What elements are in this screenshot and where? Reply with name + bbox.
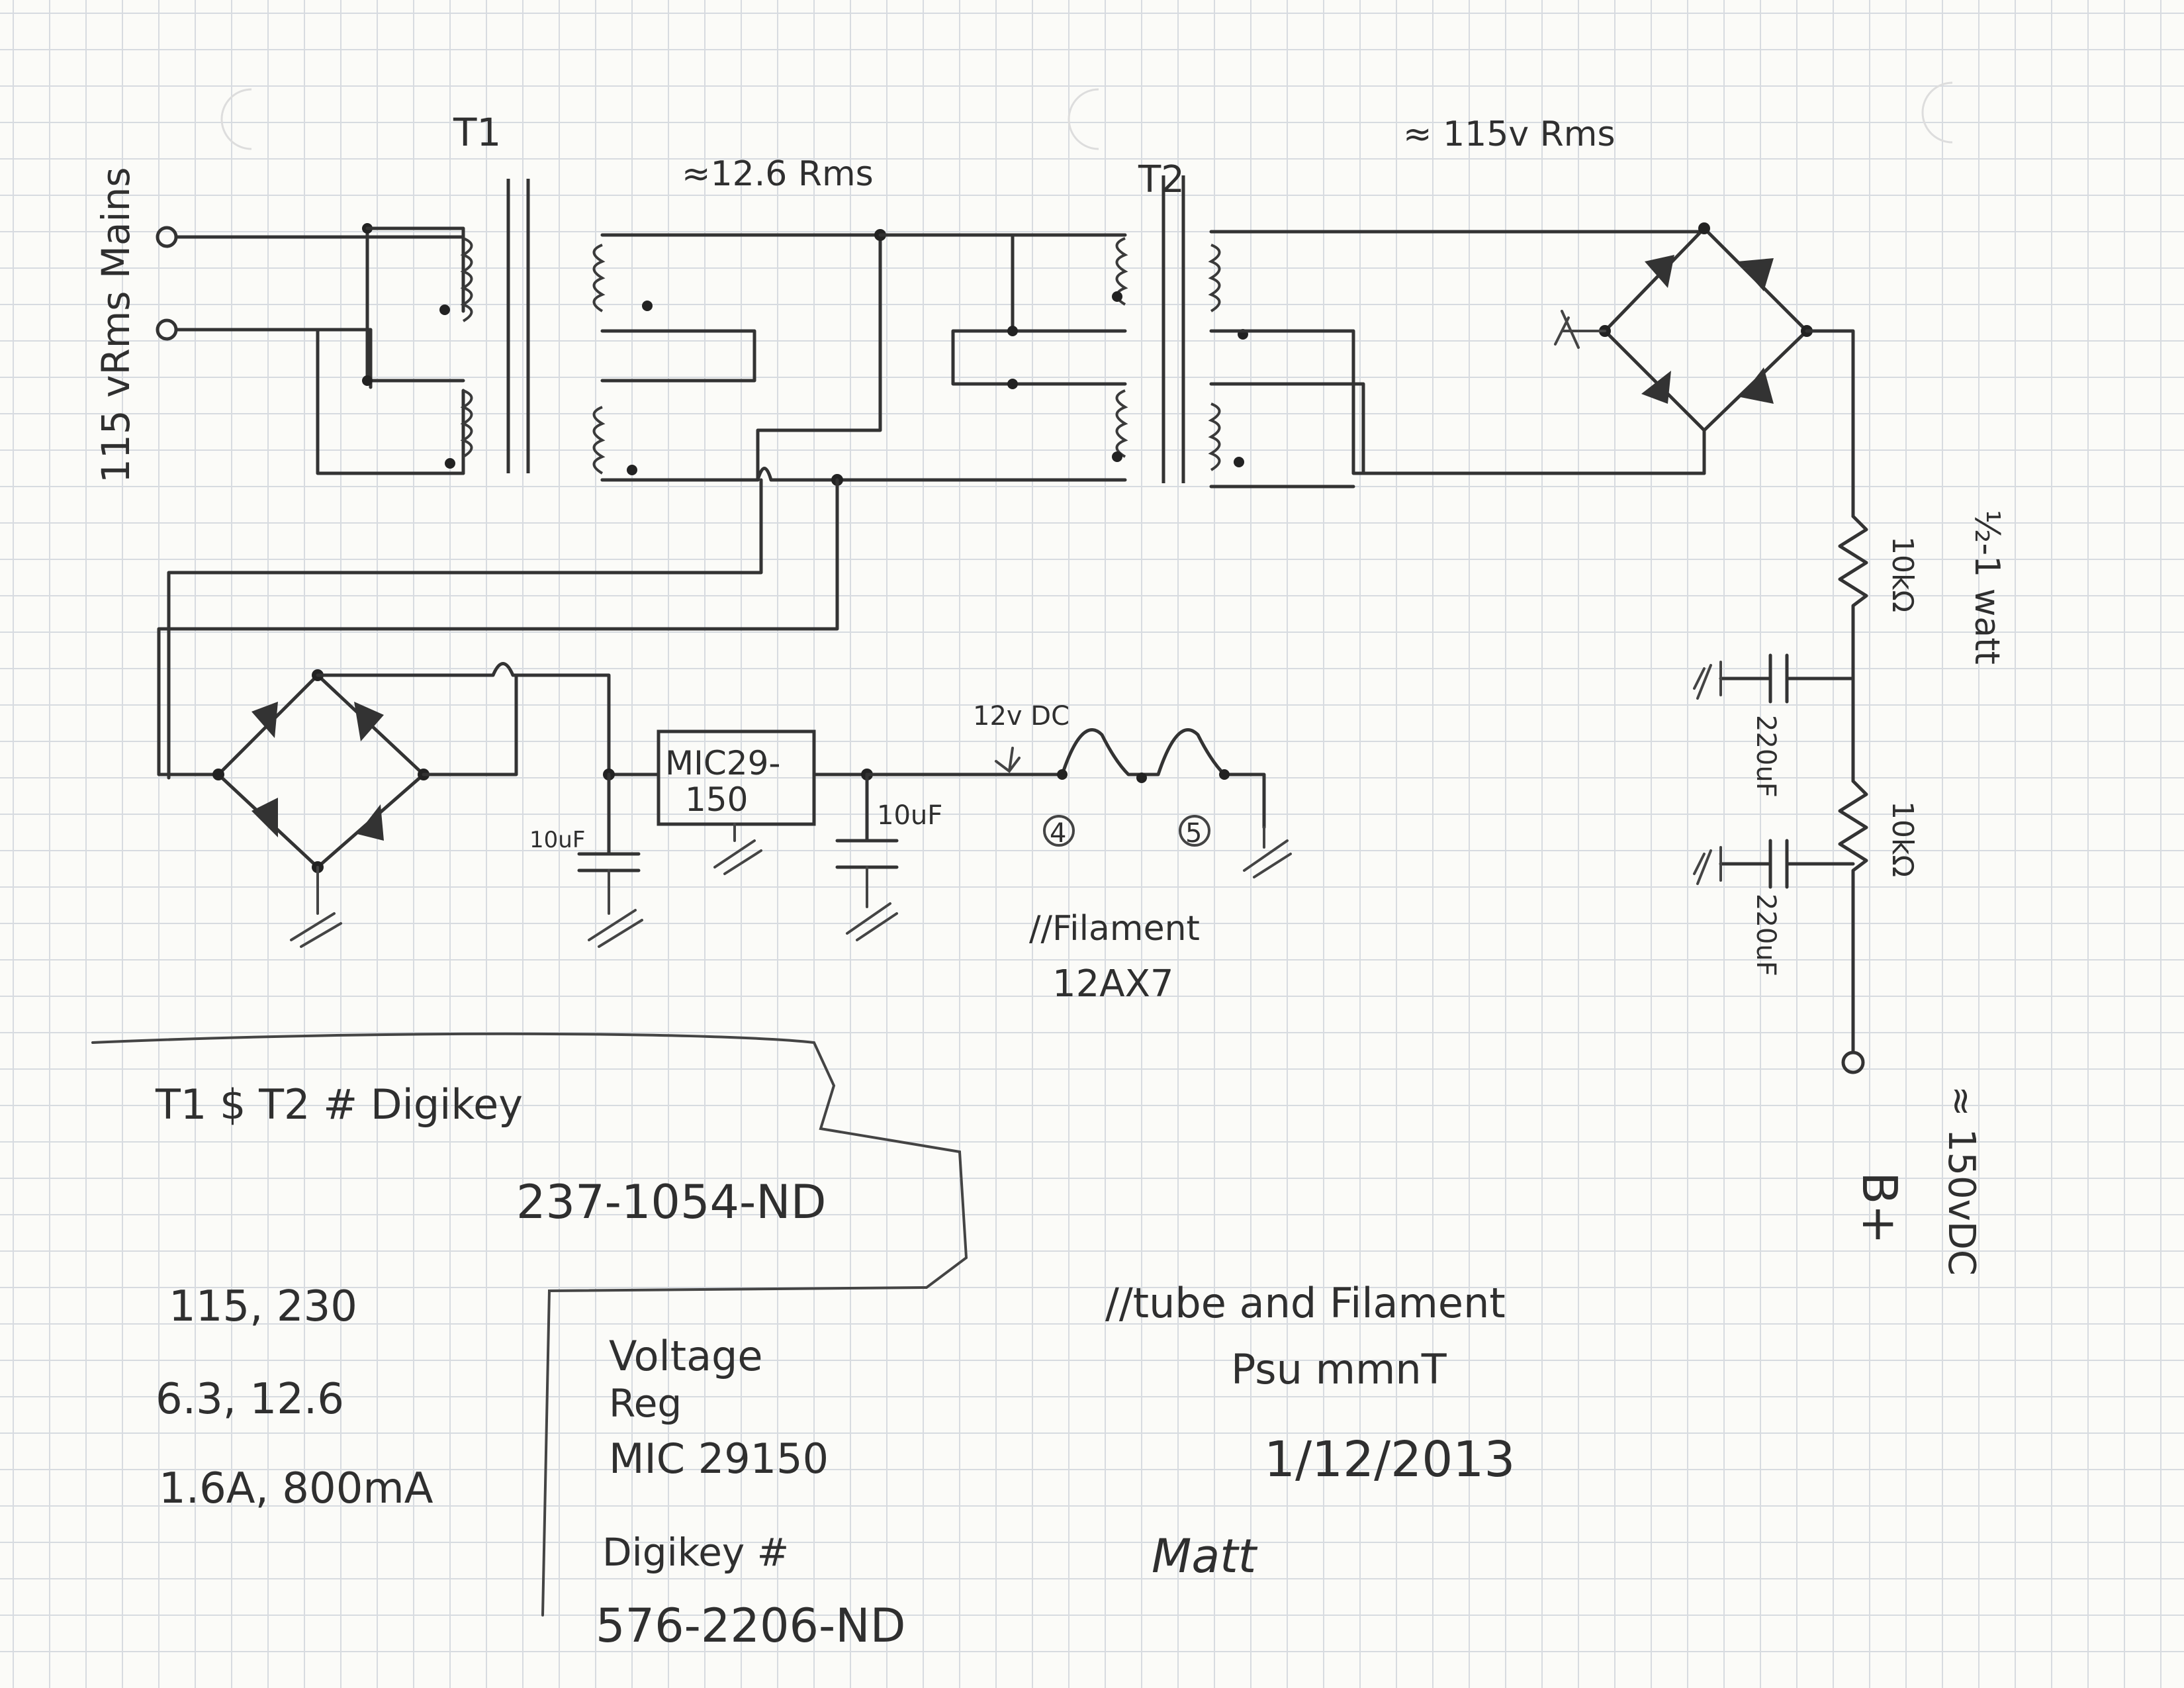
filament-label-line1: //Filament: [1029, 909, 1200, 949]
hv-diode-2: [1737, 258, 1774, 291]
regulator-output-capacitor: [835, 773, 899, 941]
lv-diode-3: [251, 798, 278, 837]
signature: Matt: [1152, 1529, 1258, 1583]
t1-secondary-coils: [592, 244, 653, 475]
mains-terminal-top: [156, 226, 178, 248]
spec-line-3: 1.6A, 800mA: [159, 1464, 433, 1513]
t1-primary-coils: [439, 237, 473, 469]
t2-secondary-voltage-label: ≈ 115v Rms: [1403, 115, 1615, 154]
transformer-note-title: T1 $ T2 # Digikey: [155, 1080, 523, 1129]
t1-label: T1: [453, 110, 501, 155]
date-label: 1/12/2013: [1264, 1431, 1515, 1488]
binder-holes: [220, 81, 1953, 150]
output-cap-label: 10uF: [877, 800, 942, 831]
regulator-part-number: 576-2206-ND: [596, 1599, 906, 1653]
resistor-r1: [1838, 514, 1868, 680]
filament-label-line2: 12AX7: [1052, 962, 1174, 1006]
pin-5-marker: [1179, 815, 1210, 847]
title-line-1: //tube and Filament: [1105, 1279, 1506, 1327]
c2-ground: [1693, 846, 1722, 885]
bplus-label: B+: [1852, 1172, 1907, 1244]
c1-label: 220uF: [1751, 715, 1781, 798]
secondary-voltage-label: ≈12.6 Rms: [682, 154, 874, 194]
r1-label: 10kΩ: [1886, 536, 1919, 612]
voltage-regulator-block: [657, 728, 1292, 878]
transformer-interconnect: [157, 229, 1127, 780]
mains-label: 115 vRms Mains: [93, 167, 138, 483]
regulator-input-capacitor: [577, 773, 643, 948]
notes-area: T1 $ T2 # Digikey 237-1054-ND 115, 230 6…: [91, 1032, 1515, 1653]
mains-input: [156, 223, 465, 475]
hv-bridge-rectifier: [1554, 222, 1855, 518]
dc-arrow: [995, 747, 1021, 773]
resistor-r2: [1838, 779, 1868, 1055]
c1-ground: [1693, 661, 1722, 700]
bplus-voltage-label: ≈ 150vDC: [1940, 1086, 1983, 1276]
wattage-label: ½-1 watt: [1967, 510, 2007, 665]
lv-diode-2: [354, 702, 384, 741]
regulator-note-line2: Reg: [609, 1381, 682, 1426]
bplus-terminal: [1841, 1051, 1865, 1074]
regulator-note-line3: MIC 29150: [609, 1434, 829, 1483]
regulator-label-line1: MIC29-: [665, 744, 780, 782]
pin-4-label: 4: [1050, 818, 1066, 849]
dc-output-label: 12v DC: [973, 701, 1069, 731]
title-line-2: Psu mmnT: [1231, 1345, 1447, 1393]
hv-diode-1: [1645, 255, 1674, 288]
spec-line-1: 115, 230: [169, 1282, 357, 1331]
hv-diode-3: [1641, 371, 1671, 404]
t2-secondary-side-coils: [1112, 237, 1128, 462]
lv-diode-4: [357, 804, 384, 841]
t2-core: [1161, 175, 1185, 483]
hv-diode-4: [1741, 367, 1774, 404]
pin-5-label: 5: [1185, 818, 1202, 849]
regulator-label-line2: 150: [685, 780, 748, 819]
t1-core: [506, 179, 530, 473]
lv-bridge-rectifier: [212, 662, 660, 948]
lv-diode-1: [251, 702, 278, 738]
r2-label: 10kΩ: [1886, 801, 1919, 877]
input-cap-label: 10uF: [529, 827, 585, 853]
c2-label: 220uF: [1751, 894, 1781, 976]
t2-high-voltage-coils: [1208, 230, 1706, 489]
regulator-note-line1: Voltage: [609, 1332, 763, 1380]
transformer-part-number: 237-1054-ND: [516, 1175, 827, 1229]
hv-bridge-ground: [1554, 310, 1606, 349]
t2-label: T2: [1138, 158, 1185, 201]
lv-bridge-ground: [290, 866, 342, 948]
mains-terminal-bottom: [156, 318, 178, 341]
hv-rc-filter: [1693, 514, 1868, 1074]
spec-line-2: 6.3, 12.6: [156, 1375, 344, 1424]
regulator-note-line4: Digikey #: [602, 1530, 789, 1575]
pin-4-marker: [1043, 815, 1075, 847]
